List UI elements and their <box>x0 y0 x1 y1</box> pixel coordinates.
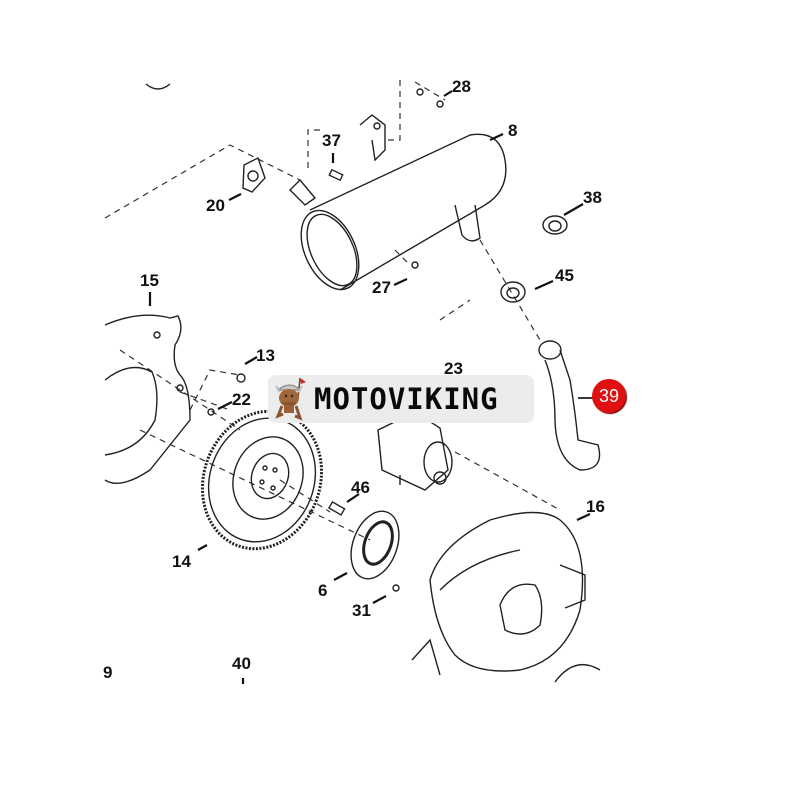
part-label-31: 31 <box>352 601 371 620</box>
assembly-guide-lines <box>104 80 561 541</box>
part-label-13: 13 <box>256 346 275 365</box>
gasket-part-20 <box>242 157 266 193</box>
part-label-38: 38 <box>583 188 602 207</box>
part-label-23: 23 <box>444 359 463 378</box>
part-label-6: 6 <box>318 581 328 600</box>
part-label-45: 45 <box>555 266 574 285</box>
part-label-40: 40 <box>232 654 251 673</box>
bolts <box>207 88 444 592</box>
partial-part-bottom-right <box>554 663 601 683</box>
part-label-14: 14 <box>172 552 191 571</box>
part-label-22: 22 <box>232 390 251 409</box>
oil-seal-part-6 <box>350 510 400 580</box>
leader-lines <box>148 90 591 684</box>
part-label-28: 28 <box>452 77 471 96</box>
viking-mascot-icon <box>275 377 306 421</box>
part-label-46: 46 <box>351 478 370 497</box>
part-label-27: 27 <box>372 278 391 297</box>
hose-clamp-part-45 <box>500 281 526 303</box>
part-label-37: 37 <box>322 131 341 150</box>
part-label-8: 8 <box>508 121 518 140</box>
adapter-plate-part-15 <box>104 314 191 484</box>
coolant-hose-part-39 <box>538 340 601 471</box>
part-label-15: 15 <box>140 271 159 290</box>
flywheel-housing-part-16 <box>411 511 586 676</box>
brand-name: MOTOVIKING <box>314 382 499 416</box>
part-label-20: 20 <box>206 196 225 215</box>
hose-clamp-part-38 <box>542 215 568 235</box>
brand-watermark: MOTOVIKING <box>268 375 534 423</box>
part-label-16: 16 <box>586 497 605 516</box>
part-label-9: 9 <box>103 663 113 682</box>
flywheel-part-14 <box>200 409 324 551</box>
partial-part-top-left <box>145 83 171 90</box>
muffler-part-8 <box>289 114 507 291</box>
highlighted-part-callout: 39 <box>592 379 626 413</box>
starter-motor-part-23 <box>377 411 453 491</box>
